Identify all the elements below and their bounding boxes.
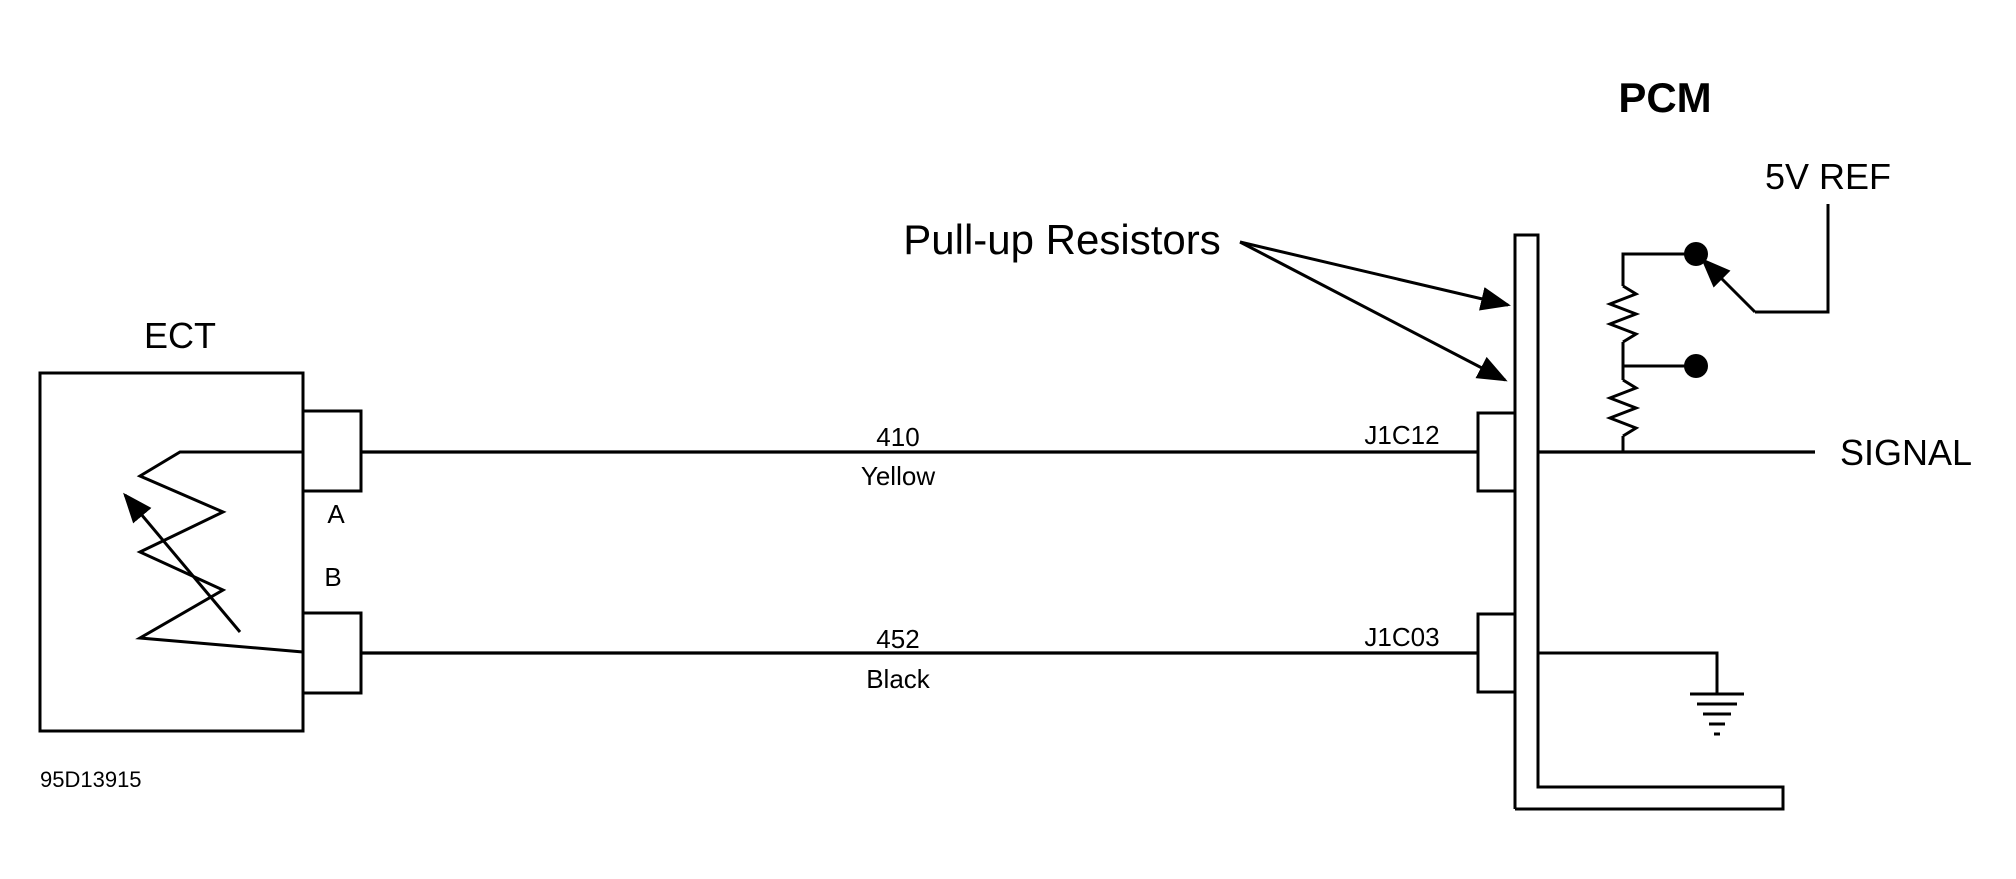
wire-452: 452 Black bbox=[361, 624, 1478, 694]
pull-up-resistors-label: Pull-up Resistors bbox=[903, 216, 1220, 263]
connector-j1c12-label: J1C12 bbox=[1364, 420, 1439, 450]
pull-up-circuit: 5V REF SIGNAL bbox=[1538, 156, 1972, 736]
upper-resistor-lead bbox=[1621, 252, 1695, 286]
wire-452-number: 452 bbox=[876, 624, 919, 654]
pcm-outline bbox=[1513, 233, 1785, 811]
pull-up-callout: Pull-up Resistors bbox=[903, 216, 1511, 382]
callout-arrow-upper bbox=[1239, 240, 1511, 311]
ref-lead bbox=[1755, 204, 1830, 314]
connector-j1c12 bbox=[1476, 411, 1517, 493]
wire-452-color: Black bbox=[866, 664, 931, 694]
ect-terminal-b bbox=[301, 611, 363, 695]
ect-terminal-a bbox=[301, 409, 363, 493]
switch-arm bbox=[1700, 257, 1757, 314]
lower-resistor bbox=[1605, 378, 1641, 438]
switch-contact-lower bbox=[1684, 354, 1708, 378]
callout-arrow-lower bbox=[1239, 240, 1508, 382]
wire-410-number: 410 bbox=[876, 422, 919, 452]
connector-j1c03-label: J1C03 bbox=[1364, 622, 1439, 652]
thermistor-zigzag bbox=[135, 450, 304, 654]
pin-b-label: B bbox=[324, 562, 341, 592]
wire-410-color: Yellow bbox=[861, 461, 935, 491]
middle-node-lead bbox=[1621, 342, 1695, 368]
ect-label: ECT bbox=[144, 315, 216, 356]
connector-j1c03 bbox=[1476, 612, 1517, 694]
figure-id: 95D13915 bbox=[40, 767, 142, 792]
pin-a-label: A bbox=[327, 499, 345, 529]
wire-410: 410 Yellow bbox=[361, 422, 1478, 491]
ground-icon bbox=[1690, 692, 1744, 736]
ref-5v-label: 5V REF bbox=[1765, 156, 1891, 197]
ground-lead bbox=[1538, 651, 1719, 694]
pcm-module: PCM J1C12 J1C03 bbox=[1364, 74, 1785, 811]
upper-resistor bbox=[1605, 284, 1641, 344]
thermistor-variable-arrow bbox=[123, 492, 242, 633]
pcm-label: PCM bbox=[1618, 74, 1711, 121]
ect-sensor-body bbox=[38, 371, 305, 733]
signal-label: SIGNAL bbox=[1840, 432, 1972, 473]
ect-sensor: ECT A B bbox=[38, 315, 363, 733]
